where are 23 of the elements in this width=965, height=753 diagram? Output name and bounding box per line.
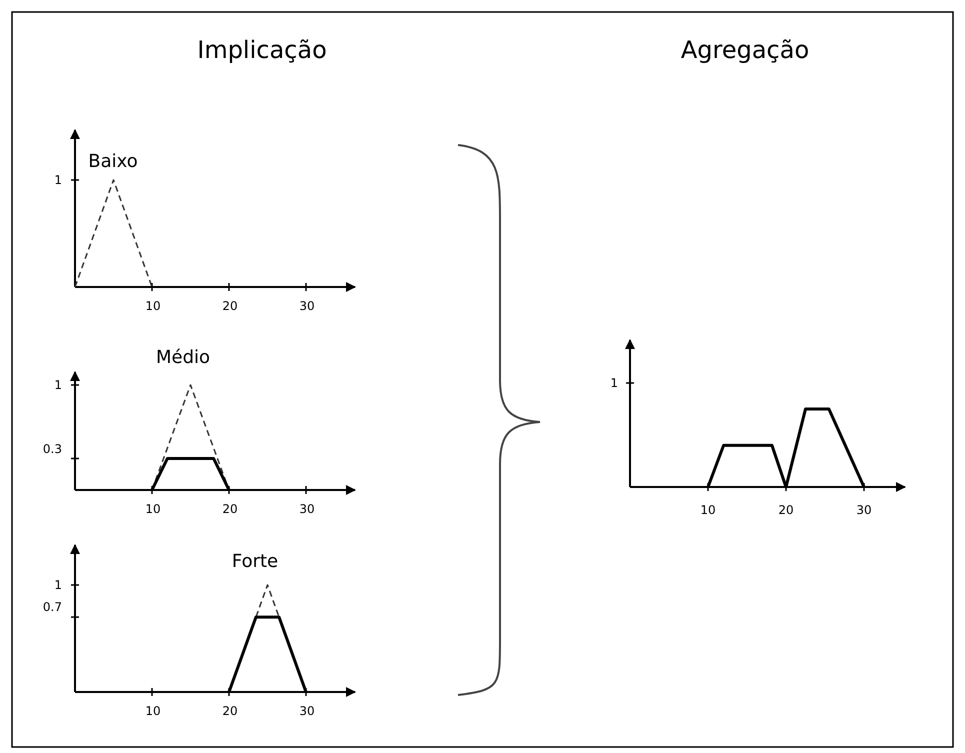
tick-label: 20 [778, 504, 794, 516]
section-title: Agregação [680, 38, 810, 62]
curve-label: Médio [156, 349, 210, 367]
tick-label: 20 [222, 503, 238, 515]
tick-label: 0.7 [42, 601, 62, 613]
tick-label: 10 [145, 300, 161, 312]
tick-label: 30 [299, 300, 315, 312]
tick-label: 10 [145, 503, 161, 515]
tick-label: 1 [54, 579, 62, 591]
curve-label: Forte [232, 553, 278, 571]
tick-label: 30 [299, 705, 315, 717]
tick-label: 20 [222, 705, 238, 717]
tick-label: 10 [700, 504, 716, 516]
tick-label: 20 [222, 300, 238, 312]
tick-label: 1 [610, 377, 618, 389]
tick-label: 0.3 [42, 443, 62, 455]
tick-label: 1 [54, 174, 62, 186]
curve-label: Baixo [88, 153, 138, 171]
tick-label: 1 [54, 379, 62, 391]
tick-label: 30 [856, 504, 872, 516]
section-title: Implicação [197, 38, 327, 62]
tick-label: 30 [299, 503, 315, 515]
tick-label: 10 [145, 705, 161, 717]
